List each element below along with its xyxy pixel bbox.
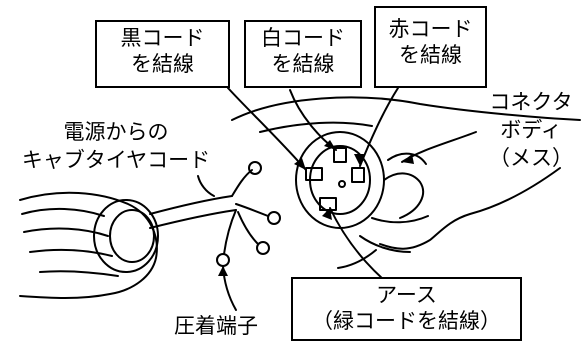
callout-red-line2: を結線 — [399, 43, 462, 67]
label-cable-line2: キャブタイヤコード — [21, 148, 211, 172]
right-hand-outline — [231, 96, 581, 121]
callout-black-wire: 黒コード を結線 — [95, 20, 230, 88]
callout-white-line1: 白コード — [261, 26, 345, 50]
left-hand-outline — [19, 191, 158, 299]
label-cable: 電源からの キャブタイヤコード — [0, 118, 232, 174]
leader-red — [359, 87, 399, 167]
wire-down — [223, 209, 237, 255]
terminal-white — [333, 147, 347, 163]
callout-black-line1: 黒コード — [120, 26, 205, 50]
terminal-black — [305, 167, 323, 181]
callout-white-wire: 白コード を結線 — [244, 20, 362, 88]
leader-cable — [197, 175, 215, 197]
callout-black-line2: を結線 — [131, 52, 194, 76]
callout-earth: アース （緑コードを結線） — [291, 277, 522, 341]
callout-red-line1: 赤コード — [388, 17, 473, 41]
callout-earth-line2: （緑コードを結線） — [312, 309, 501, 333]
leader-black — [227, 87, 307, 171]
callout-white-line2: を結線 — [271, 52, 335, 76]
label-body-line2: ボディ — [500, 118, 562, 142]
leader-body — [401, 131, 477, 163]
cable-housing — [93, 199, 159, 273]
label-body-line3: （メス） — [489, 146, 573, 170]
callout-earth-line1: アース — [376, 283, 437, 307]
label-crimp-terminal: 圧着端子 — [174, 314, 258, 338]
wire-right — [235, 203, 269, 217]
label-body-line1: コネクタ — [489, 90, 573, 114]
wire-up — [231, 169, 253, 197]
callout-red-wire: 赤コード を結線 — [374, 6, 487, 88]
label-cable-line1: 電源からの — [63, 120, 169, 144]
terminal-red — [351, 167, 365, 183]
label-connector-body: コネクタ ボディ （メス） — [478, 88, 584, 172]
cabtyre-cable — [149, 195, 233, 215]
